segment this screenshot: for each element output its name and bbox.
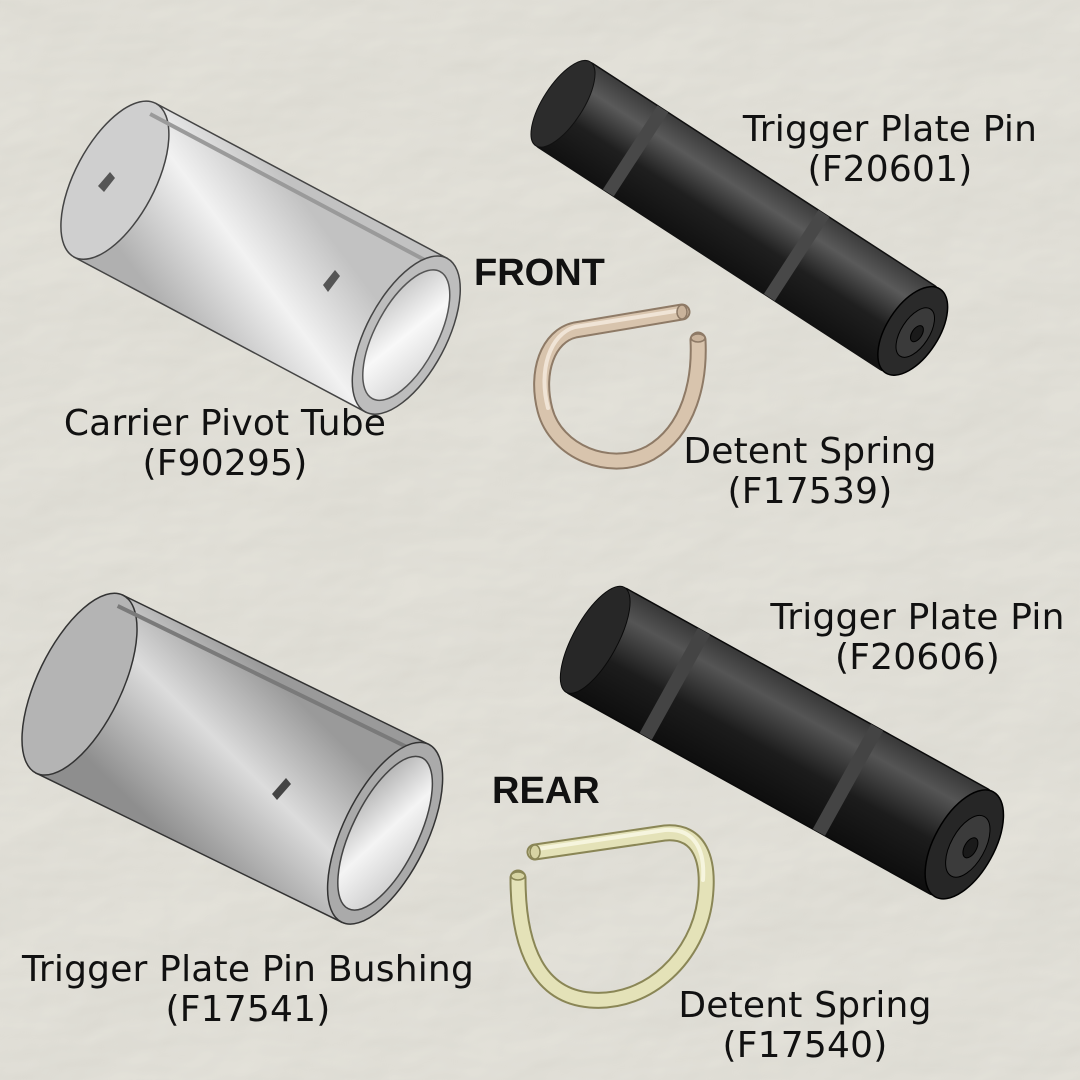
part-name: Trigger Plate Pin: [742, 109, 1038, 150]
part-code: (F90295): [142, 443, 308, 484]
part-code: (F17539): [727, 471, 893, 512]
detent-spring-rear-label: Detent Spring (F17540): [655, 986, 955, 1066]
detent-spring-front-label: Detent Spring (F17539): [660, 432, 960, 512]
part-code: (F17541): [165, 989, 331, 1030]
carrier-pivot-tube-label: Carrier Pivot Tube (F90295): [40, 404, 410, 484]
trigger-plate-pin-front-label: Trigger Plate Pin (F20601): [720, 110, 1060, 190]
part-code: (F20606): [835, 637, 1000, 678]
front-section-heading: FRONT: [474, 252, 605, 294]
trigger-plate-pin-bushing-label: Trigger Plate Pin Bushing (F17541): [6, 950, 490, 1030]
part-name: Detent Spring: [683, 431, 937, 472]
trigger-plate-pin-rear-label: Trigger Plate Pin (F20606): [755, 598, 1080, 678]
rear-section-heading: REAR: [492, 770, 600, 812]
part-code: (F17540): [722, 1025, 888, 1066]
part-name: Carrier Pivot Tube: [63, 403, 387, 444]
part-name: Detent Spring: [678, 985, 932, 1026]
part-name: Trigger Plate Pin Bushing: [21, 949, 474, 990]
part-name: Trigger Plate Pin: [770, 597, 1065, 638]
part-code: (F20601): [807, 149, 973, 190]
